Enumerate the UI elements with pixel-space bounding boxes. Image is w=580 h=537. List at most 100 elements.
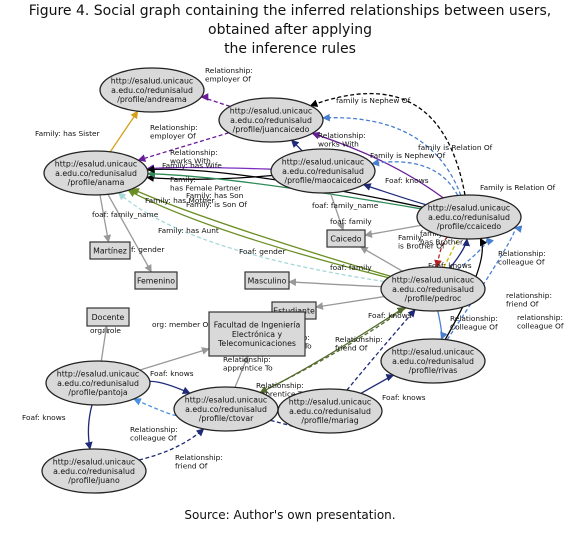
node-text: /profile/juancaicedo [233, 125, 310, 134]
edge-juancaicedo-andreama [200, 93, 231, 108]
edge-rivas-ccaicedo [446, 225, 523, 341]
literal-node-femenino: Femenino [134, 271, 178, 290]
edge-ctovar-pantoja [133, 398, 177, 417]
node-text: a.edu.co/redunisalud [289, 407, 371, 416]
edge-maocaicedo-anama [146, 164, 272, 173]
edge-label: Family: has Wife [162, 161, 222, 170]
node-text: http://esalud.unicauc [55, 160, 137, 169]
edge-anama-andreama [109, 110, 139, 153]
edge-pedroc-anama [127, 189, 389, 279]
edge-label: org: role [90, 326, 121, 335]
node-text: Electrónica y [232, 330, 283, 339]
node-text: /profile/maocaicedo [284, 176, 361, 185]
edge-rivas-ccaicedo [444, 237, 487, 340]
edge-label: Foaf: knows [385, 176, 429, 185]
edge-label: Family: is Son Of [186, 200, 247, 209]
edge-label: family is Nephew Of [336, 96, 411, 105]
node-text: http://esalud.unicauc [282, 158, 364, 167]
edge-label: Family is Nephew Of [370, 151, 446, 160]
edge-pedroc-ccaicedo [449, 238, 471, 269]
edge-mariag-pedroc [346, 309, 416, 391]
node-text: http://esalud.unicauc [392, 276, 474, 285]
node-text: Estudiante [273, 306, 315, 315]
node-text: http://esalud.unicauc [289, 398, 371, 407]
edge-label: Relationship:apprentice To [256, 381, 306, 399]
edge-label: Relationship:Colleague Of [450, 314, 498, 332]
edge-label: org: member Of [152, 320, 211, 329]
edge-label: Relationship:colleague Of [498, 249, 546, 267]
profile-node-rivas: http://esalud.unicauca.edu.co/redunisalu… [380, 338, 486, 384]
edge-ccaicedo-anama [146, 165, 423, 208]
edge-label: Foaf: knows [368, 311, 412, 320]
node-text: a.edu.co/redunisalud [392, 357, 474, 366]
edge-pedroc-rivas [437, 310, 448, 341]
edge-label: Family:has Female Partner [170, 175, 242, 193]
node-text: /profile/pedroc [405, 294, 462, 303]
edge-label: Foaf: knows [428, 261, 472, 270]
edge-label: Foaf: gender [239, 247, 286, 256]
profile-node-andreama: http://esalud.unicauca.edu.co/redunisalu… [99, 67, 205, 113]
edge-label: Family: has Son [186, 191, 244, 200]
profile-node-juancaicedo: http://esalud.unicauca.edu.co/redunisalu… [218, 97, 324, 143]
edge-pedroc-masculino [288, 278, 382, 288]
edge-label: Family:is Brother Of [398, 233, 445, 251]
node-text: Docente [92, 313, 125, 322]
edge-pedroc-estudiante [315, 295, 385, 310]
edge-maocaicedo-caicedo [329, 192, 345, 231]
node-text: /profile/juano [68, 476, 120, 485]
edge-label: Family: has Mother [145, 196, 216, 205]
literal-node-caicedo: Caicedo [326, 229, 366, 248]
node-text: Femenino [137, 276, 175, 285]
edge-pantoja-docente [100, 325, 110, 362]
edge-pantoja-ctovar [149, 380, 191, 394]
edge-ccaicedo-pedroc [434, 236, 448, 268]
profile-node-maocaicedo: http://esalud.unicauca.edu.co/redunisalu… [270, 148, 376, 194]
edge-label: Foaf: knows [382, 393, 426, 402]
edge-label: Foaf: knows [22, 413, 66, 422]
edge-label: Relationship:works With [318, 131, 366, 149]
node-text: /profile/ctovar [199, 414, 254, 423]
edge-pedroc-anama [131, 188, 391, 277]
node-text: http://esalud.unicauc [185, 396, 267, 405]
literal-node-docente: Docente [86, 307, 130, 327]
edge-label: Family: has Aunt [158, 226, 219, 235]
node-text: /profile/andreama [117, 95, 187, 104]
edge-label: Relationship:apprentice To [223, 355, 273, 373]
profile-node-juano: http://esalud.unicauca.edu.co/redunisalu… [41, 448, 147, 494]
edge-ccaicedo-juancaicedo [322, 113, 462, 196]
edge-pedroc-anama [117, 192, 385, 283]
literal-node-masculino: Masculino [244, 271, 290, 290]
profile-node-ctovar: http://esalud.unicauca.edu.co/redunisalu… [173, 386, 279, 432]
edge-label: foaf: family [330, 217, 372, 226]
node-text: /profile/anama [68, 178, 125, 187]
profile-node-ccaicedo: http://esalud.unicauca.edu.co/redunisalu… [416, 194, 522, 240]
edge-label: Relationship:employer Of [205, 66, 253, 84]
edge-anama-femenino [107, 194, 152, 273]
profile-node-mariag: http://esalud.unicauca.edu.co/redunisalu… [277, 388, 383, 434]
node-text: Telecomunicaciones [217, 339, 296, 348]
node-text: http://esalud.unicauc [392, 348, 474, 357]
edge-anama-martinez [99, 194, 112, 243]
edge-juancaicedo-anama [137, 132, 229, 162]
node-text: a.edu.co/redunisalud [55, 169, 137, 178]
edge-mariag-rivas [360, 373, 395, 394]
node-text: Masculino [248, 276, 287, 285]
edge-label: Relationship:employer Of [150, 123, 198, 141]
edge-label: Relationship:friend Of [335, 335, 383, 353]
edge-label: relationship:colleague Of [517, 313, 564, 331]
node-text: Martínez [93, 246, 127, 255]
edge-label: Relationship:friend Of [175, 453, 223, 471]
literal-node-martinez: Martínez [89, 241, 131, 260]
edge-label: Relationship:colleague Of [130, 425, 178, 443]
node-text: /profile/ccaicedo [437, 222, 501, 231]
edge-ctovar-facultad [234, 355, 249, 388]
node-text: a.edu.co/redunisalud [57, 379, 139, 388]
node-text: a.edu.co/redunisalud [428, 213, 510, 222]
figure-source: Source: Author's own presentation. [184, 508, 396, 522]
edge-ctovar-pedroc [260, 306, 406, 394]
edge-juano-ctovar [138, 428, 205, 461]
edge-ccaicedo-maocaicedo [371, 158, 459, 196]
node-text: http://esalud.unicauc [428, 204, 510, 213]
